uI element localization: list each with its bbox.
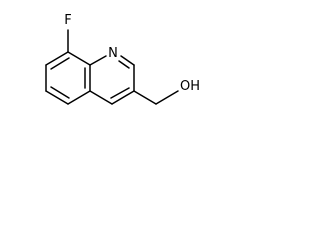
bond-c8-c8a: [67, 51, 91, 66]
bond-c8-c7: [45, 51, 69, 66]
bond-c6-c5: [45, 90, 69, 105]
bond-c3-ch2: [133, 90, 157, 105]
bond-ch2-o: [155, 90, 179, 105]
bond-c3-c4: [111, 90, 135, 105]
atom-label-hydroxyl: OH: [180, 79, 200, 94]
atom-label-nitrogen: N: [108, 46, 118, 61]
bond-c5-c4a: [67, 90, 91, 105]
bond-c3-c4-inner: [110, 87, 130, 99]
bond-c7-c7-inner: [50, 57, 70, 70]
bond-c8a-n1: [89, 55, 107, 66]
bond-n1-c2-inner: [118, 60, 130, 69]
chemical-structure-diagram: F N OH: [45, 13, 200, 105]
bond-n1-c2: [120, 55, 135, 66]
bond-c6-c5-inner: [50, 86, 70, 99]
atom-label-fluorine: F: [64, 13, 71, 28]
bond-c4-c4a: [89, 90, 113, 105]
